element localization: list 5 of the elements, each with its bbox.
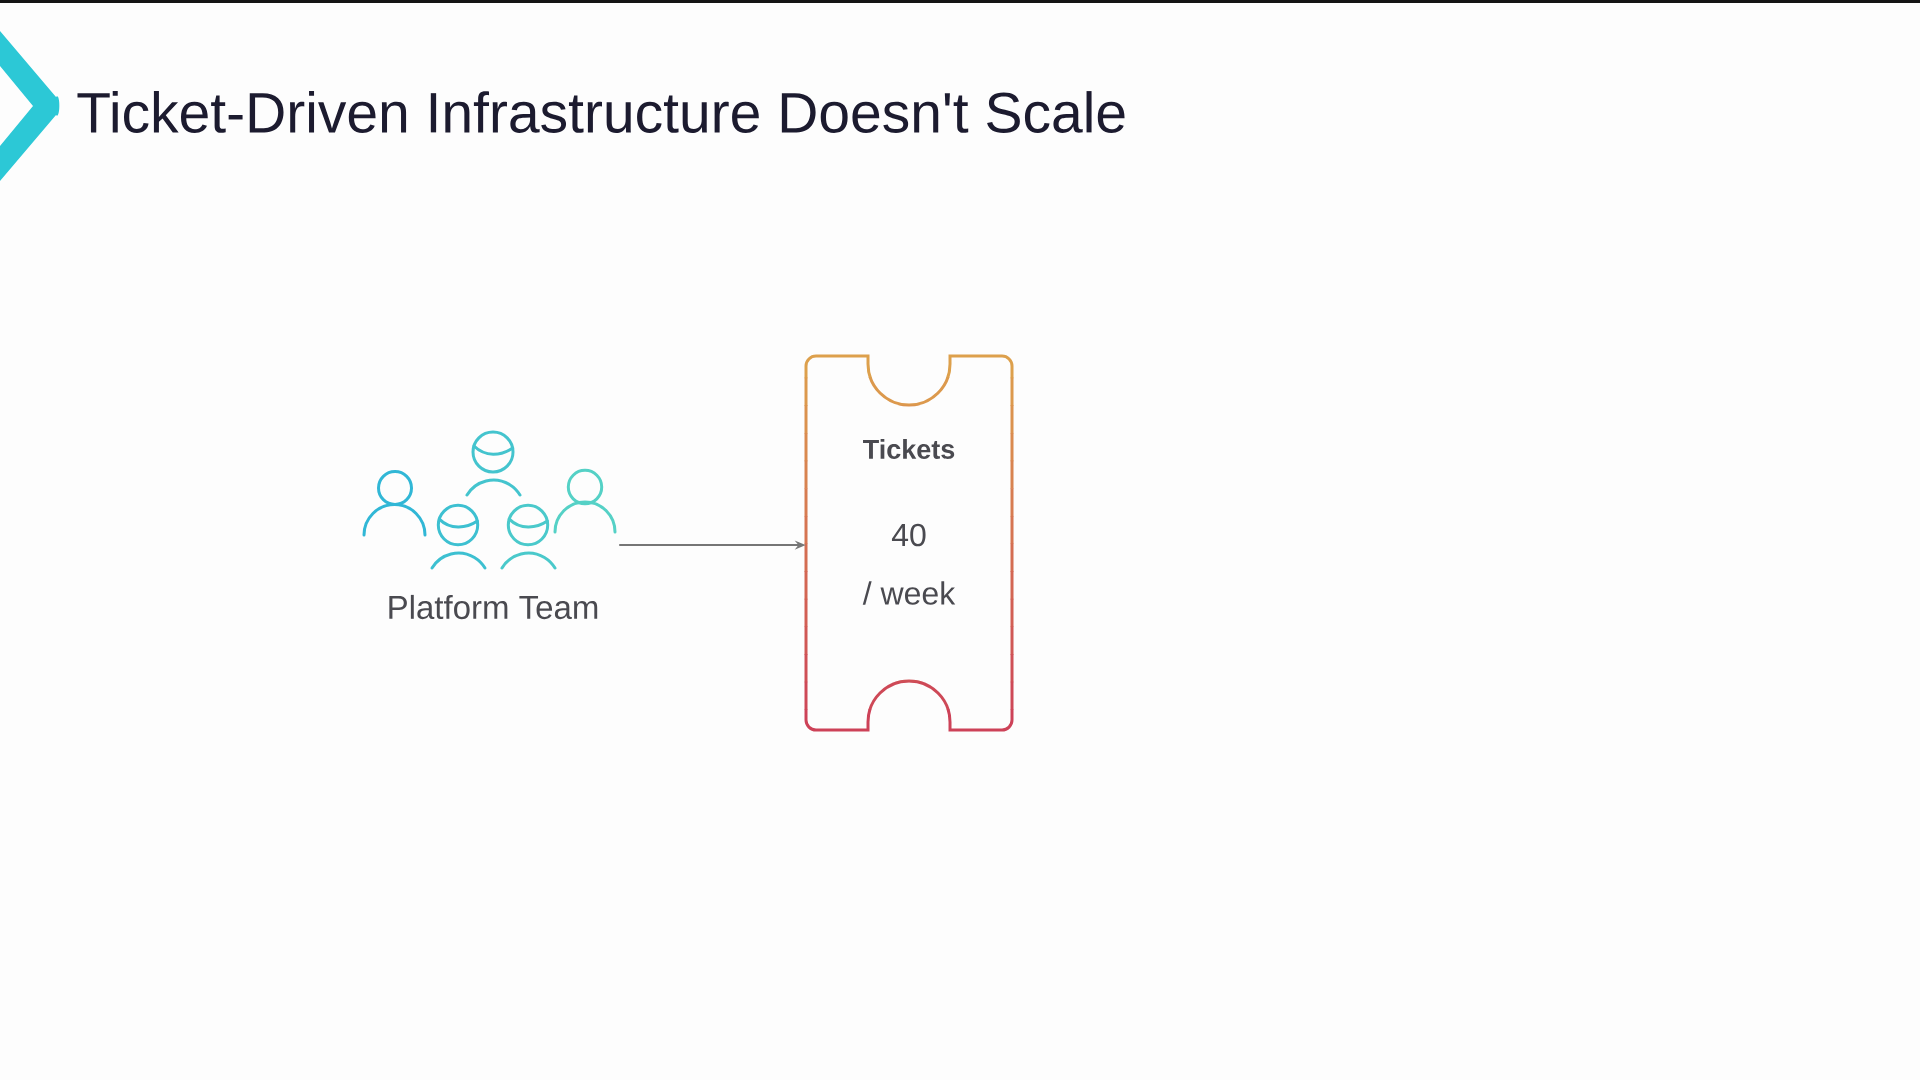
ticket-unit: / week bbox=[862, 581, 956, 605]
team-label: Platform Team bbox=[389, 594, 598, 620]
slide-title: Ticket-Driven Infrastructure Doesn't Scale bbox=[77, 91, 1125, 133]
ticket-heading: Tickets bbox=[863, 439, 955, 459]
ticket-count: 40 bbox=[891, 523, 926, 547]
